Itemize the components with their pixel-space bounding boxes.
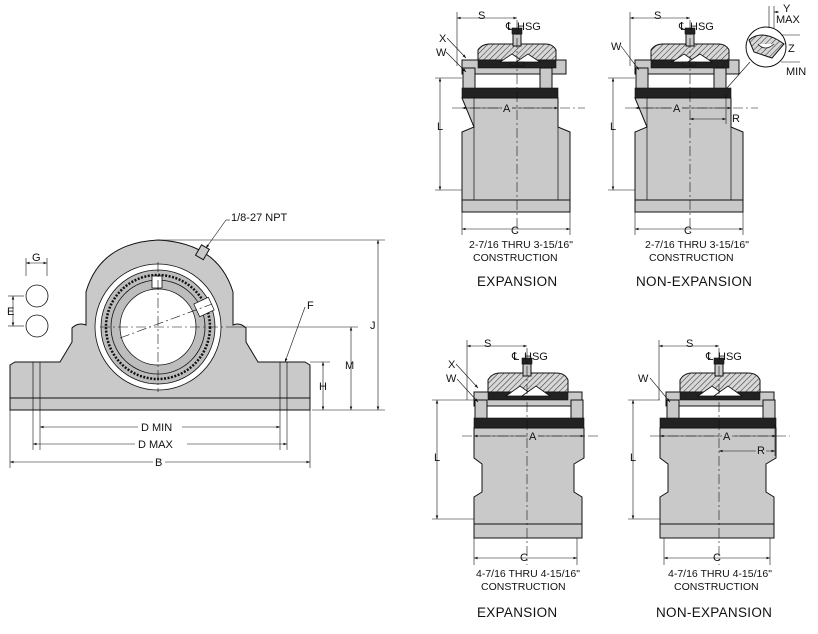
hsg-label-1: HSG xyxy=(517,21,541,33)
j-label: J xyxy=(370,320,376,332)
d-max-label: D MAX xyxy=(138,439,174,451)
w-label-2: W xyxy=(611,41,622,53)
front-view: G E 1/8-27 NPT F J M H D MIN xyxy=(7,212,385,469)
cl-symbol-3: ℄ xyxy=(511,351,519,363)
caption-line1-1: 2-7/16 THRU 3-15/16" xyxy=(469,239,573,251)
x-label-1: X xyxy=(439,33,447,45)
cl-symbol-2: ℄ xyxy=(678,21,686,33)
w-label-4: W xyxy=(638,373,649,385)
z-label-2: Z xyxy=(788,43,795,55)
w-label-3: W xyxy=(446,373,457,385)
min-label-2: MIN xyxy=(786,66,806,78)
s-label-2: S xyxy=(654,10,661,22)
l-label-4: L xyxy=(630,452,636,464)
npt-label: 1/8-27 NPT xyxy=(231,212,288,224)
slot-bottom xyxy=(25,314,49,338)
c-label-4: C xyxy=(713,552,721,564)
cl-symbol-4: ℄ xyxy=(705,351,713,363)
f-label: F xyxy=(307,300,314,312)
d-min-label: D MIN xyxy=(141,422,172,434)
caption-line1-4: 4-7/16 THRU 4-15/16" xyxy=(668,568,772,580)
s-label-3: S xyxy=(484,338,491,350)
title-3: EXPANSION xyxy=(477,605,557,620)
max-label-2: MAX xyxy=(776,14,801,26)
section-view-4: A R S ℄ HSG W L C 4-7/16 THRU 4-15/16" C… xyxy=(628,338,790,620)
caption-line2-2: CONSTRUCTION xyxy=(649,252,734,264)
caption-line1-2: 2-7/16 THRU 3-15/16" xyxy=(645,239,749,251)
b-label: B xyxy=(155,457,162,469)
y-label-2: Y xyxy=(783,3,791,15)
c-label-2: C xyxy=(684,225,692,237)
hsg-label-2: HSG xyxy=(690,21,714,33)
setscrew-slot xyxy=(151,275,163,289)
title-1: EXPANSION xyxy=(477,274,557,289)
hsg-label-4: HSG xyxy=(718,351,742,363)
g-label: G xyxy=(32,252,41,264)
x-label-3: X xyxy=(448,359,456,371)
a-label-3: A xyxy=(529,431,537,443)
c-label-3: C xyxy=(520,552,528,564)
c-label-1: C xyxy=(511,225,519,237)
e-label: E xyxy=(7,306,14,318)
s-label-4: S xyxy=(686,338,693,350)
hsg-label-3: HSG xyxy=(524,351,548,363)
l-label-3: L xyxy=(434,452,440,464)
title-4: NON-EXPANSION xyxy=(656,605,772,620)
l-label-1: L xyxy=(437,121,443,133)
w-label-1: W xyxy=(436,47,447,59)
s-label-1: S xyxy=(478,10,485,22)
h-label: H xyxy=(319,381,327,393)
section-view-3: A S ℄ HSG X W L C 4-7/16 THRU 4-15/16" C… xyxy=(432,338,600,620)
section-view-1: A S ℄ HSG X W L C 2-7/16 THRU 3-15/16" C… xyxy=(435,10,585,289)
lock-insert xyxy=(193,296,215,318)
housing-lower-1 xyxy=(461,97,571,213)
slot-top xyxy=(25,284,49,308)
r-label-2: R xyxy=(732,113,740,125)
caption-line2-4: CONSTRUCTION xyxy=(674,581,759,593)
cl-symbol-1: ℄ xyxy=(505,21,513,33)
l-label-2: L xyxy=(610,121,616,133)
a-label-2: A xyxy=(673,103,681,115)
caption-line1-3: 4-7/16 THRU 4-15/16" xyxy=(476,568,580,580)
caption-line2-3: CONSTRUCTION xyxy=(481,581,566,593)
m-label: M xyxy=(345,360,354,372)
grease-fitting xyxy=(194,244,211,261)
title-2: NON-EXPANSION xyxy=(636,274,752,289)
a-label-4: A xyxy=(723,431,731,443)
section-view-2: A R S ℄ HSG W L Y MAX Z MIN xyxy=(608,3,806,289)
housing-base xyxy=(9,397,311,411)
caption-line2-1: CONSTRUCTION xyxy=(473,252,558,264)
a-label-1: A xyxy=(503,103,511,115)
r-label-4: R xyxy=(757,445,765,457)
